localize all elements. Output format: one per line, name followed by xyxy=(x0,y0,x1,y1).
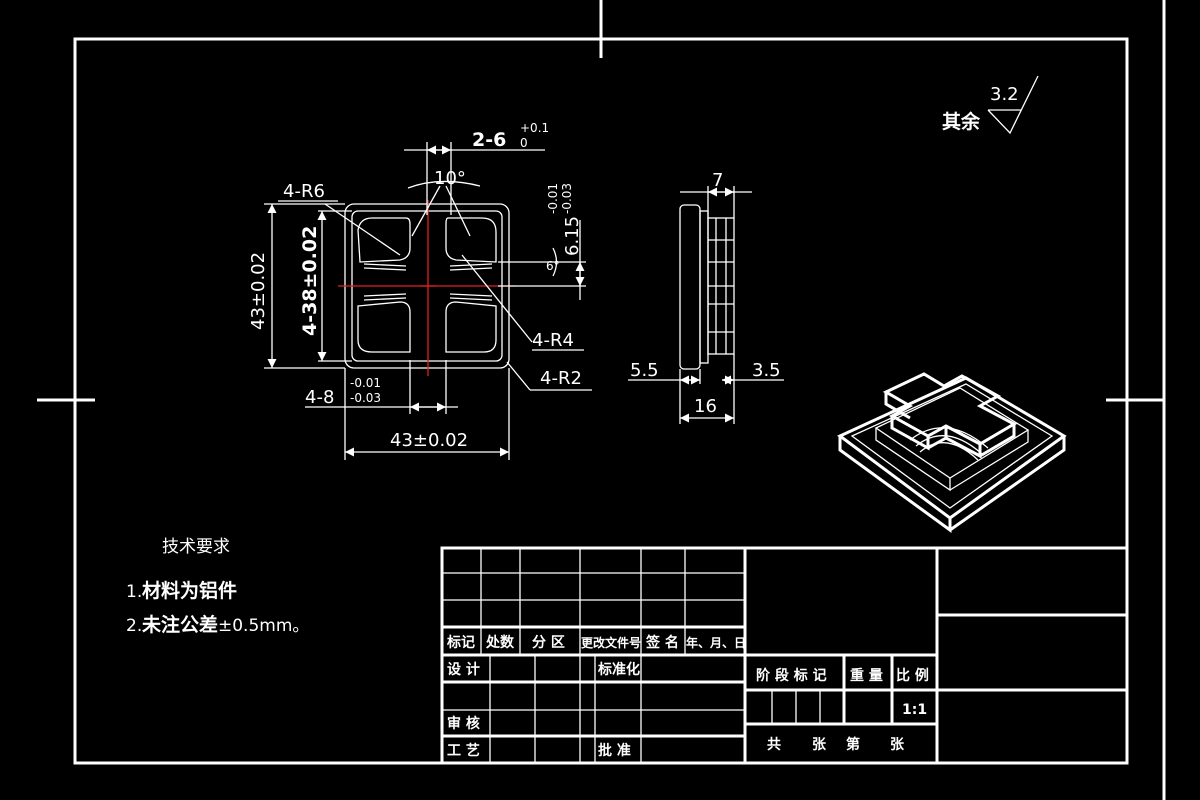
dim-slot-width: 4-8 xyxy=(305,387,334,408)
tb-zhongliang: 重 量 xyxy=(850,667,883,684)
dim-width-vertical: 43±0.02 xyxy=(248,252,269,330)
tech-req-line1-num: 1. xyxy=(126,582,142,602)
dim-inner-r4: 4-R4 xyxy=(532,330,574,351)
dim-side-right: 3.5 xyxy=(752,360,781,381)
roughness-value: 3.2 xyxy=(990,84,1019,105)
tb-scale: 1:1 xyxy=(902,702,927,718)
front-view-dimensions: 2-6 +0.1 0 10° 4-R6 43±0.02 4-38±0.02 4-… xyxy=(248,121,592,460)
roughness-prefix: 其余 xyxy=(942,110,981,133)
dim-slot-tol-lower: 0 xyxy=(520,136,528,150)
drawing-border xyxy=(37,0,1166,800)
dim-outer-r2: 4-R2 xyxy=(540,368,582,389)
tb-biaoji: 标记 xyxy=(446,634,475,651)
dim-depth-tol-upper: -0.01 xyxy=(546,183,560,214)
tech-req-title: 技术要求 xyxy=(162,537,230,557)
title-block: 标记 处数 分 区 更改文件号 签 名 年、月、日 设 计 标准化 审 核 工 … xyxy=(440,546,1129,765)
tb-gong: 共 xyxy=(767,736,781,753)
tb-fenqu: 分 区 xyxy=(532,635,565,651)
dim-side-left: 5.5 xyxy=(630,360,659,381)
tb-gongyi: 工 艺 xyxy=(447,742,480,759)
side-view: 7 5.5 3.5 16 xyxy=(628,170,784,424)
tb-shenhe: 审 核 xyxy=(447,715,480,732)
roughness-symbol: 其余 3.2 xyxy=(942,75,1039,135)
dim-side-top: 7 xyxy=(712,170,723,191)
dim-slot-tol-lower2: -0.03 xyxy=(350,391,381,405)
tb-pizhun: 批 准 xyxy=(598,742,631,759)
dim-slot-callout: 2-6 xyxy=(472,129,506,151)
dim-depth: 6.15 xyxy=(562,216,583,256)
isometric-view xyxy=(837,372,1067,533)
dim-depth-tol-lower: -0.03 xyxy=(560,183,574,214)
dim-side-bottom: 16 xyxy=(694,396,717,417)
dim-depth-angle: 6° xyxy=(546,259,560,273)
tb-zhang2: 张 xyxy=(890,737,905,753)
technical-requirements: 技术要求 1. 材料为铝件 2. 未注公差 ±0.5mm。 xyxy=(126,537,309,636)
tech-req-line1: 材料为铝件 xyxy=(142,579,237,602)
tb-zhang1: 张 xyxy=(812,737,827,753)
front-view xyxy=(324,200,533,391)
tb-qianming: 签 名 xyxy=(645,634,679,651)
dim-slot-tol-upper2: -0.01 xyxy=(350,376,381,390)
dim-inner-spacing: 4-38±0.02 xyxy=(299,226,321,336)
tb-gengai: 更改文件号 xyxy=(581,635,641,650)
tb-sheji: 设 计 xyxy=(447,661,480,678)
dim-corner-r6: 4-R6 xyxy=(283,181,325,202)
tb-chushu: 处数 xyxy=(485,634,515,651)
tb-biaozhunhua: 标准化 xyxy=(597,661,640,678)
tb-bili: 比 例 xyxy=(896,667,929,684)
tb-nianyueri: 年、月、日 xyxy=(686,635,746,650)
tech-req-line2-suffix: ±0.5mm。 xyxy=(218,616,309,636)
tech-req-line2: 未注公差 xyxy=(141,613,218,636)
tb-jieduan: 阶 段 标 记 xyxy=(756,667,827,684)
dim-angle: 10° xyxy=(434,168,466,189)
tb-di: 第 xyxy=(846,736,860,753)
tech-req-line2-num: 2. xyxy=(126,616,142,636)
dim-slot-tol-upper: +0.1 xyxy=(520,121,549,135)
dim-width-horizontal: 43±0.02 xyxy=(390,430,468,451)
